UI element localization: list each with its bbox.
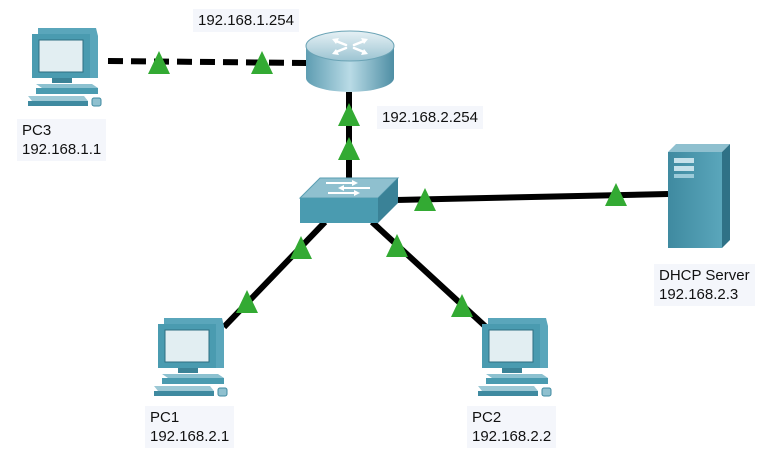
pc2-ip: 192.168.2.2 — [472, 428, 552, 445]
switch-icon[interactable] — [298, 177, 400, 223]
router-ip-bottom: 192.168.2.254 — [382, 109, 478, 126]
link-status-indicators — [148, 51, 627, 317]
link-pc3-router — [107, 58, 311, 66]
pc1-ip: 192.168.2.1 — [150, 428, 230, 445]
server-label: DHCP Server 192.168.2.3 — [654, 264, 755, 306]
link-up-indicator-icon — [236, 290, 258, 313]
link-up-indicator-icon — [414, 188, 436, 211]
router-ip-left: 192.168.1.254 — [198, 12, 294, 29]
link-up-indicator-icon — [251, 51, 273, 74]
pc2-name: PC2 — [472, 409, 502, 426]
link-up-indicator-icon — [386, 234, 408, 257]
pc1-name: PC1 — [150, 409, 180, 426]
pc3-ip: 192.168.1.1 — [22, 141, 102, 158]
pc3-icon[interactable] — [27, 27, 102, 107]
router-ip-label-bottom: 192.168.2.254 — [377, 106, 483, 129]
server-ip: 192.168.2.3 — [659, 286, 739, 303]
router-ip-label-left: 192.168.1.254 — [193, 9, 299, 32]
link-up-indicator-icon — [148, 51, 170, 74]
link-switch-server — [395, 191, 669, 203]
pc2-icon[interactable] — [477, 317, 552, 397]
server-name: DHCP Server — [659, 267, 750, 284]
pc2-label: PC2 192.168.2.2 — [467, 406, 557, 448]
link-up-indicator-icon — [605, 183, 627, 206]
pc1-label: PC1 192.168.2.1 — [145, 406, 235, 448]
router-icon[interactable] — [305, 30, 395, 92]
server-icon[interactable] — [668, 144, 730, 248]
link-up-indicator-icon — [290, 236, 312, 259]
link-up-indicator-icon — [338, 103, 360, 126]
link-up-indicator-icon — [451, 294, 473, 317]
pc3-label: PC3 192.168.1.1 — [17, 119, 107, 161]
pc1-icon[interactable] — [153, 317, 228, 397]
link-up-indicator-icon — [338, 137, 360, 160]
pc3-name: PC3 — [22, 122, 52, 139]
